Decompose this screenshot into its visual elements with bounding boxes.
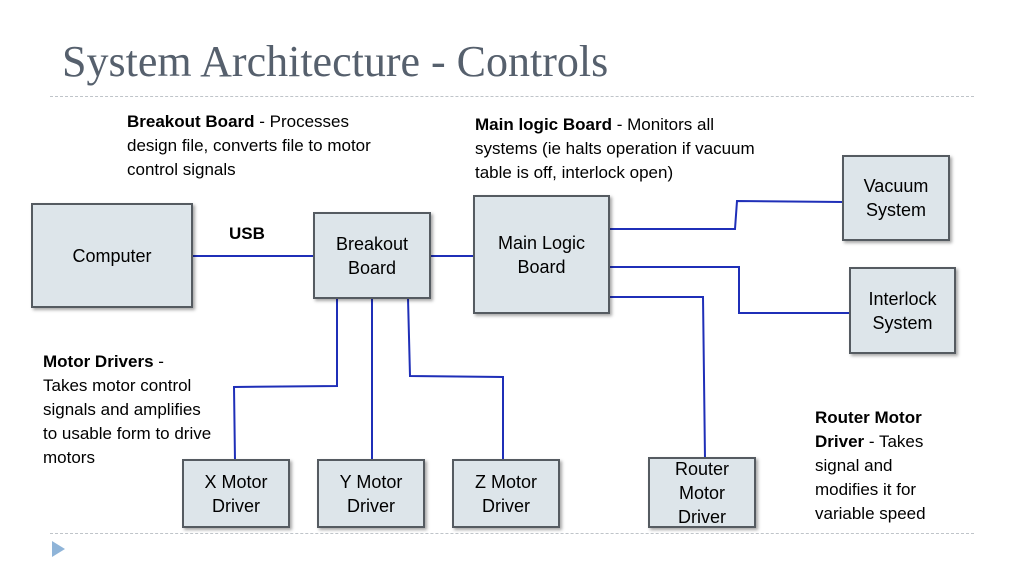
motor-drivers-note: Motor Drivers - Takes motor control sign… bbox=[43, 352, 212, 467]
wire-mainlogic-interlock bbox=[609, 266, 850, 314]
y-motor-driver-box: Y Motor Driver bbox=[317, 459, 425, 528]
play-arrow-icon bbox=[52, 541, 65, 557]
breakout-board-box: Breakout Board bbox=[313, 212, 431, 299]
footer-divider bbox=[50, 533, 974, 534]
wire-mainlogic-vacuum bbox=[609, 199, 844, 230]
main-logic-board-note: Main logic Board - Monitors all systems … bbox=[475, 115, 755, 182]
usb-label: USB bbox=[229, 224, 265, 243]
router-motor-driver-note: Router Motor Driver - Takes signal and m… bbox=[815, 408, 926, 523]
computer-box: Computer bbox=[31, 203, 193, 308]
title-divider bbox=[50, 96, 974, 97]
interlock-system-box: Interlock System bbox=[849, 267, 956, 354]
x-motor-driver-box: X Motor Driver bbox=[182, 459, 290, 528]
wire-breakout-x bbox=[232, 298, 338, 462]
vacuum-system-box: Vacuum System bbox=[842, 155, 950, 241]
wire-mainlogic-router bbox=[609, 296, 706, 460]
breakout-board-note: Breakout Board - Processes design file, … bbox=[127, 112, 371, 179]
main-logic-board-box: Main Logic Board bbox=[473, 195, 610, 314]
z-motor-driver-box: Z Motor Driver bbox=[452, 459, 560, 528]
router-motor-driver-box: Router Motor Driver bbox=[648, 457, 756, 528]
wire-breakout-z bbox=[407, 297, 504, 461]
page-title: System Architecture - Controls bbox=[62, 37, 609, 86]
